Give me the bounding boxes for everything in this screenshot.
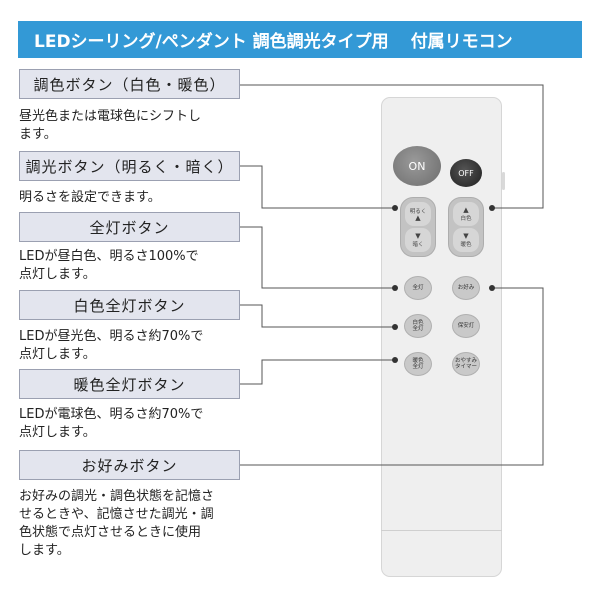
desc-line: せるときや、記憶させた調光・調 bbox=[19, 507, 214, 522]
color-down-label: 暖色 bbox=[460, 241, 472, 248]
on-button[interactable]: ON bbox=[393, 146, 441, 186]
desc-favorite-button: お好みの調光・調色状態を記憶さ せるときや、記憶させた調光・調 色状態で点灯させ… bbox=[19, 488, 214, 560]
desc-line: 昼光色または電球色にシフトし bbox=[19, 109, 202, 124]
label-white-full-button: 白色全灯ボタン bbox=[19, 290, 240, 320]
dim-up-button[interactable]: 明るく ▲ bbox=[405, 202, 431, 226]
down-arrow-icon: ▼ bbox=[463, 231, 469, 240]
leader-warm-full bbox=[240, 359, 395, 385]
label-color-button: 調色ボタン（白色・暖色） bbox=[19, 69, 240, 99]
btn-line: 白色 bbox=[412, 320, 424, 326]
btn-line: 暖色 bbox=[412, 358, 424, 364]
pointer-dot bbox=[489, 285, 495, 291]
desc-line: します。 bbox=[19, 543, 70, 558]
pointer-dot bbox=[392, 357, 398, 363]
down-arrow-icon: ▼ bbox=[415, 231, 421, 240]
btn-line: 全灯 bbox=[412, 326, 424, 332]
header-subtitle: 付属リモコン bbox=[410, 32, 513, 52]
dim-up-label: 明るく bbox=[409, 208, 427, 215]
up-arrow-icon: ▲ bbox=[415, 213, 421, 222]
desc-line: LEDが電球色、明るさ約70%で bbox=[19, 407, 204, 422]
desc-line: 色状態で点灯させるときに使用 bbox=[19, 525, 202, 540]
desc-line: 点灯します。 bbox=[19, 425, 96, 440]
header-banner: LEDシーリング/ペンダント 調色調光タイプ用 付属リモコン bbox=[18, 21, 582, 58]
dim-rocker: 明るく ▲ ▼ 暗く bbox=[400, 197, 436, 257]
remote-seam bbox=[381, 530, 502, 531]
leader-favorite bbox=[240, 287, 544, 466]
night-light-button[interactable]: 保安灯 bbox=[452, 314, 480, 338]
desc-line: LEDが昼光色、明るさ約70%で bbox=[19, 329, 204, 344]
desc-color-button: 昼光色または電球色にシフトし ます。 bbox=[19, 108, 201, 144]
color-down-button[interactable]: ▼ 暖色 bbox=[453, 228, 479, 252]
desc-warm-full-button: LEDが電球色、明るさ約70%で 点灯します。 bbox=[19, 406, 203, 442]
leader-dim bbox=[240, 165, 395, 209]
pointer-dot bbox=[392, 324, 398, 330]
label-warm-full-button: 暖色全灯ボタン bbox=[19, 369, 240, 399]
leader-white-full bbox=[240, 304, 395, 328]
desc-dim-button: 明るさを設定できます。 bbox=[19, 189, 161, 207]
off-button[interactable]: OFF bbox=[450, 159, 482, 187]
btn-line: タイマー bbox=[454, 364, 477, 370]
pointer-dot bbox=[489, 205, 495, 211]
leader-full bbox=[240, 226, 395, 289]
white-full-button[interactable]: 白色全灯 bbox=[404, 314, 432, 338]
full-button[interactable]: 全灯 bbox=[404, 276, 432, 300]
desc-line: 点灯します。 bbox=[19, 347, 96, 362]
sleep-timer-button[interactable]: おやすみタイマー bbox=[452, 352, 480, 376]
pointer-dot bbox=[392, 285, 398, 291]
leader-color bbox=[240, 84, 544, 209]
label-dim-button: 調光ボタン（明るく・暗く） bbox=[19, 151, 240, 181]
remote-side-switch bbox=[502, 172, 505, 190]
desc-white-full-button: LEDが昼光色、明るさ約70%で 点灯します。 bbox=[19, 328, 203, 364]
desc-full-button: LEDが昼白色、明るさ100%で 点灯します。 bbox=[19, 248, 199, 284]
warm-full-button[interactable]: 暖色全灯 bbox=[404, 352, 432, 376]
desc-line: 明るさを設定できます。 bbox=[19, 190, 161, 205]
desc-line: ます。 bbox=[19, 127, 57, 142]
btn-line: 全灯 bbox=[412, 364, 424, 370]
btn-line: おやすみ bbox=[454, 358, 477, 364]
desc-line: お好みの調光・調色状態を記憶さ bbox=[19, 489, 215, 504]
pointer-dot bbox=[392, 205, 398, 211]
up-arrow-icon: ▲ bbox=[463, 205, 469, 214]
desc-line: 点灯します。 bbox=[19, 267, 96, 282]
header-title: LEDシーリング/ペンダント 調色調光タイプ用 bbox=[34, 32, 389, 52]
desc-line: LEDが昼白色、明るさ100%で bbox=[19, 249, 199, 264]
label-favorite-button: お好みボタン bbox=[19, 450, 240, 480]
color-up-button[interactable]: ▲ 白色 bbox=[453, 202, 479, 226]
dim-down-label: 暗く bbox=[412, 241, 424, 248]
label-full-button: 全灯ボタン bbox=[19, 212, 240, 242]
color-up-label: 白色 bbox=[460, 215, 472, 222]
dim-down-button[interactable]: ▼ 暗く bbox=[405, 228, 431, 252]
color-rocker: ▲ 白色 ▼ 暖色 bbox=[448, 197, 484, 257]
favorite-button[interactable]: お好み bbox=[452, 276, 480, 300]
